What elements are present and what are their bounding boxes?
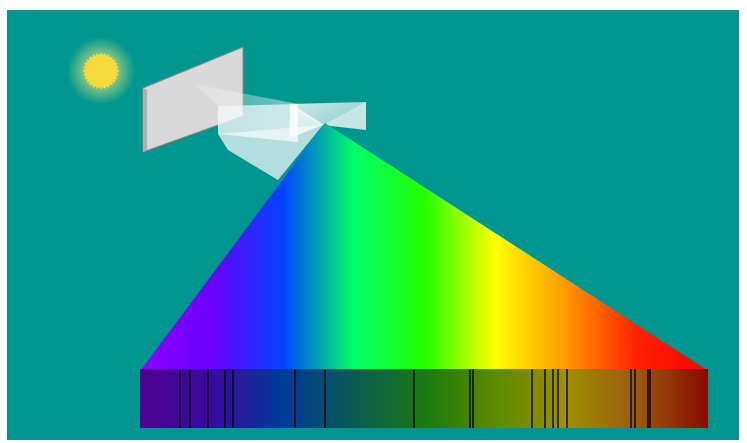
sun — [85, 55, 117, 87]
slit-panel-edge — [143, 88, 147, 152]
